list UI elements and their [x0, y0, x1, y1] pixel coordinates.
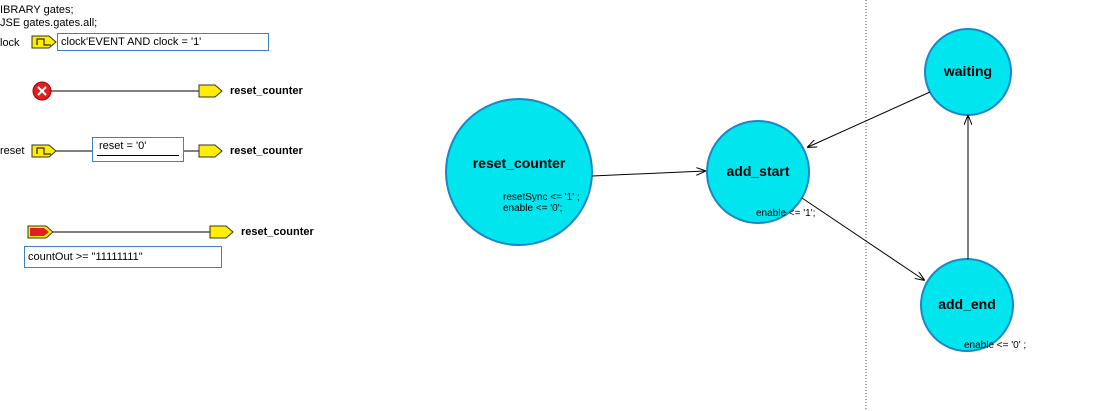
- reset-condition-box[interactable]: reset = '0': [92, 137, 184, 162]
- transition-add-start-to-add-end[interactable]: [801, 197, 924, 280]
- condition-underline: [97, 155, 179, 156]
- clock-condition-box[interactable]: clock'EVENT AND clock = '1': [57, 33, 269, 51]
- state-name-add-start: add_start: [726, 163, 790, 179]
- reset-port-icon[interactable]: [31, 144, 57, 158]
- state-name-waiting: waiting: [943, 63, 993, 79]
- state-add-start[interactable]: [706, 120, 810, 224]
- junction-icon[interactable]: [27, 225, 54, 239]
- state-action: resetSync <= '1' ;: [503, 192, 580, 203]
- reset-condition-text: reset = '0': [99, 140, 147, 152]
- target-label-reset-counter: reset_counter: [241, 226, 314, 238]
- count-condition-box[interactable]: countOut >= "11111111": [24, 246, 222, 268]
- clock-label: lock: [0, 37, 20, 49]
- signal-port-icon[interactable]: [198, 84, 223, 98]
- transition-reset-to-add-start[interactable]: [591, 171, 705, 177]
- state-add-end[interactable]: [920, 258, 1014, 352]
- library-declaration: IBRARY gates;: [0, 4, 74, 16]
- signal-port-icon[interactable]: [209, 225, 234, 239]
- target-label-reset-counter: reset_counter: [230, 85, 303, 97]
- target-label-reset-counter: reset_counter: [230, 145, 303, 157]
- use-clause: JSE gates.gates.all;: [0, 17, 98, 29]
- state-name-add-end: add_end: [938, 296, 996, 312]
- clock-port-icon[interactable]: [31, 35, 57, 49]
- state-action: enable <= '1';: [756, 208, 816, 219]
- signal-port-icon[interactable]: [198, 144, 223, 158]
- error-icon[interactable]: [32, 81, 52, 101]
- transition-waiting-to-add-start[interactable]: [808, 91, 931, 147]
- reset-label: reset: [0, 145, 25, 157]
- state-action: enable <= '0';: [503, 203, 563, 214]
- state-name-reset-counter: reset_counter: [472, 155, 566, 171]
- state-action: enable <= '0' ;: [964, 340, 1027, 351]
- state-reset-counter[interactable]: [445, 98, 593, 246]
